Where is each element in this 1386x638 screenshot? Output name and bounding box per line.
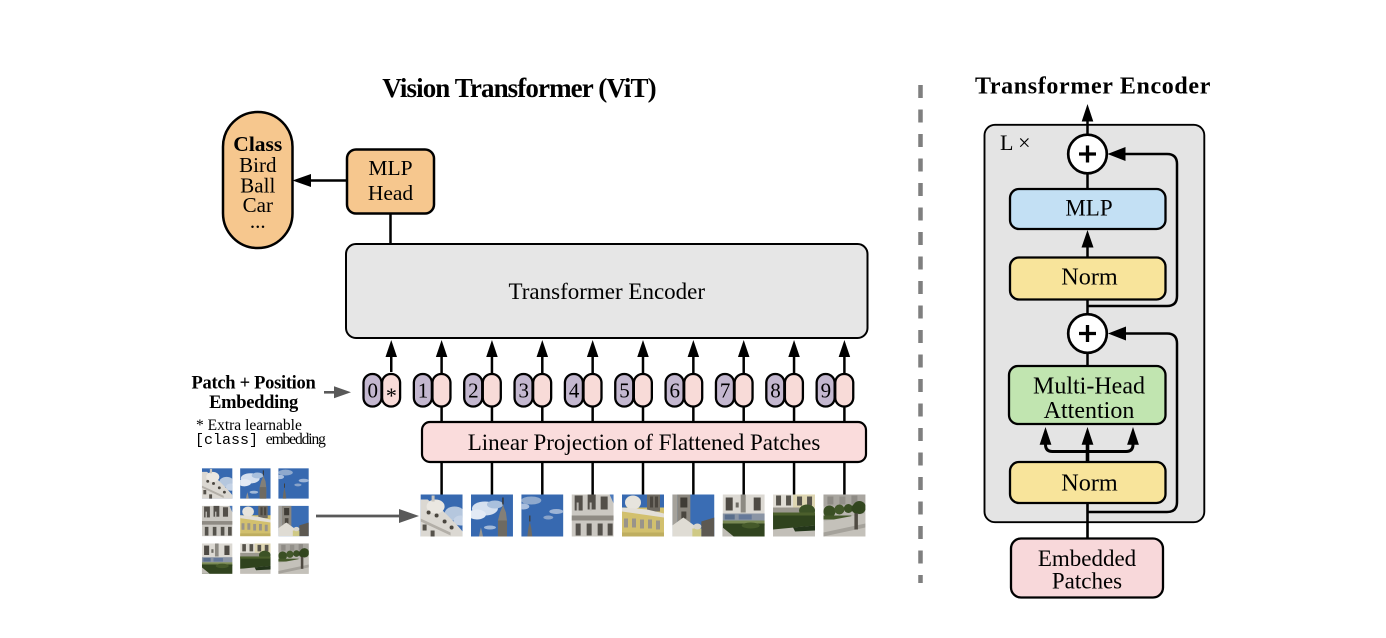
- svg-text:Class: Class: [233, 132, 282, 156]
- svg-text:Transformer Encoder: Transformer Encoder: [975, 74, 1211, 100]
- svg-text:Ball: Ball: [240, 174, 275, 198]
- svg-text:MLP: MLP: [1065, 196, 1112, 221]
- svg-text:Transformer Encoder: Transformer Encoder: [509, 279, 706, 304]
- svg-text:Multi-Head: Multi-Head: [1033, 374, 1145, 400]
- svg-text:...: ...: [250, 209, 266, 233]
- svg-text:9: 9: [821, 379, 832, 403]
- svg-text:* Extra learnable: * Extra learnable: [196, 417, 302, 434]
- svg-text:Vision Transformer (ViT): Vision Transformer (ViT): [382, 73, 655, 103]
- svg-text:Embedding: Embedding: [209, 393, 299, 413]
- svg-text:3: 3: [519, 379, 530, 403]
- svg-text:[class]: [class]: [195, 432, 258, 449]
- svg-text:5: 5: [619, 379, 630, 403]
- svg-text:Embedded: Embedded: [1038, 546, 1137, 571]
- svg-text:Attention: Attention: [1044, 398, 1135, 424]
- svg-text:Bird: Bird: [239, 153, 277, 177]
- svg-text:Patches: Patches: [1052, 569, 1122, 594]
- svg-text:Head: Head: [368, 181, 414, 205]
- svg-text:Linear Projection of Flattened: Linear Projection of Flattened Patches: [468, 430, 821, 455]
- svg-text:embedding: embedding: [266, 431, 326, 448]
- svg-text:MLP: MLP: [368, 156, 412, 180]
- svg-text:6: 6: [670, 379, 681, 403]
- svg-text:Norm: Norm: [1061, 264, 1118, 291]
- svg-text:Norm: Norm: [1061, 470, 1118, 497]
- svg-text:*: *: [386, 383, 397, 408]
- svg-text:2: 2: [468, 379, 479, 403]
- svg-text:Patch + Position: Patch + Position: [192, 374, 317, 394]
- svg-text:1: 1: [418, 379, 429, 403]
- svg-text:8: 8: [770, 379, 781, 403]
- svg-text:4: 4: [569, 379, 580, 403]
- svg-text:Car: Car: [243, 193, 273, 217]
- svg-text:7: 7: [720, 379, 731, 403]
- svg-text:0: 0: [367, 379, 378, 403]
- svg-text:L ×: L ×: [1000, 130, 1031, 155]
